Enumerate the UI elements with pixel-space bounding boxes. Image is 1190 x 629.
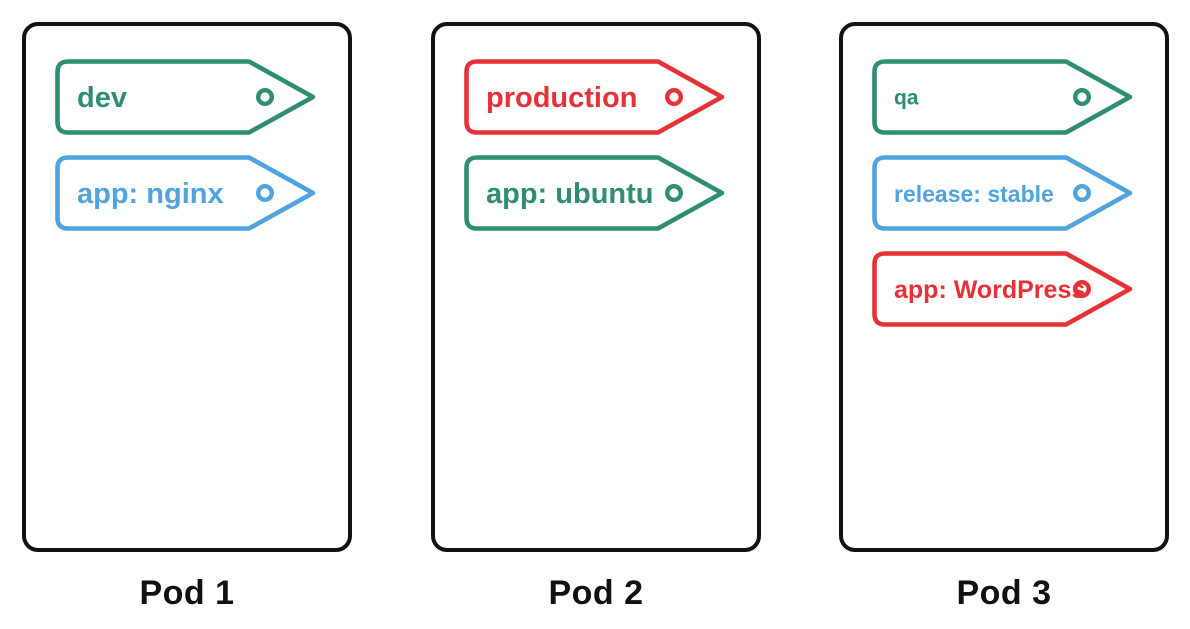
tag-label: app: nginx — [77, 178, 224, 210]
tag-outline — [872, 59, 1133, 135]
tag-outline — [55, 59, 316, 135]
tag-hole-icon — [1072, 280, 1091, 299]
tag-hole-icon — [1072, 88, 1091, 107]
tag-label: qa — [894, 87, 919, 110]
tag-outline — [464, 59, 725, 135]
tag-hole-icon — [1072, 184, 1091, 203]
pod-2-box: production app: ubuntu — [431, 22, 761, 552]
tag-label: app: WordPress — [894, 276, 1085, 304]
pod-1-label: Pod 1 — [139, 574, 235, 612]
pod-1-box: dev app: nginx — [22, 22, 352, 552]
pod-3-column: qa release: stable app: WordPress Pod 3 — [839, 22, 1169, 613]
tag-outline — [872, 251, 1133, 327]
pod-2-column: production app: ubuntu Pod 2 — [431, 22, 761, 613]
tag-hole-icon — [255, 88, 274, 107]
pod-1-column: dev app: nginx Pod 1 — [22, 22, 352, 613]
label-tag-app-ubuntu: app: ubuntu — [464, 155, 725, 231]
pod-3-box: qa release: stable app: WordPress — [839, 22, 1169, 552]
tag-outline — [464, 155, 725, 231]
tag-outline — [872, 155, 1133, 231]
tag-label: app: ubuntu — [486, 178, 654, 210]
tag-hole-icon — [664, 88, 683, 107]
tag-label: dev — [77, 82, 127, 114]
label-tag-app-wordpress: app: WordPress — [872, 251, 1133, 327]
label-tag-production: production — [464, 59, 725, 135]
tag-label: release: stable — [894, 181, 1054, 207]
label-tag-app-nginx: app: nginx — [55, 155, 316, 231]
tag-outline — [55, 155, 316, 231]
pod-2-label: Pod 2 — [548, 574, 644, 612]
label-tag-dev: dev — [55, 59, 316, 135]
label-tag-qa: qa — [872, 59, 1133, 135]
tag-hole-icon — [664, 184, 683, 203]
pod-3-label: Pod 3 — [956, 574, 1052, 612]
tag-hole-icon — [255, 184, 274, 203]
label-tag-release-stable: release: stable — [872, 155, 1133, 231]
tag-label: production — [486, 82, 637, 114]
